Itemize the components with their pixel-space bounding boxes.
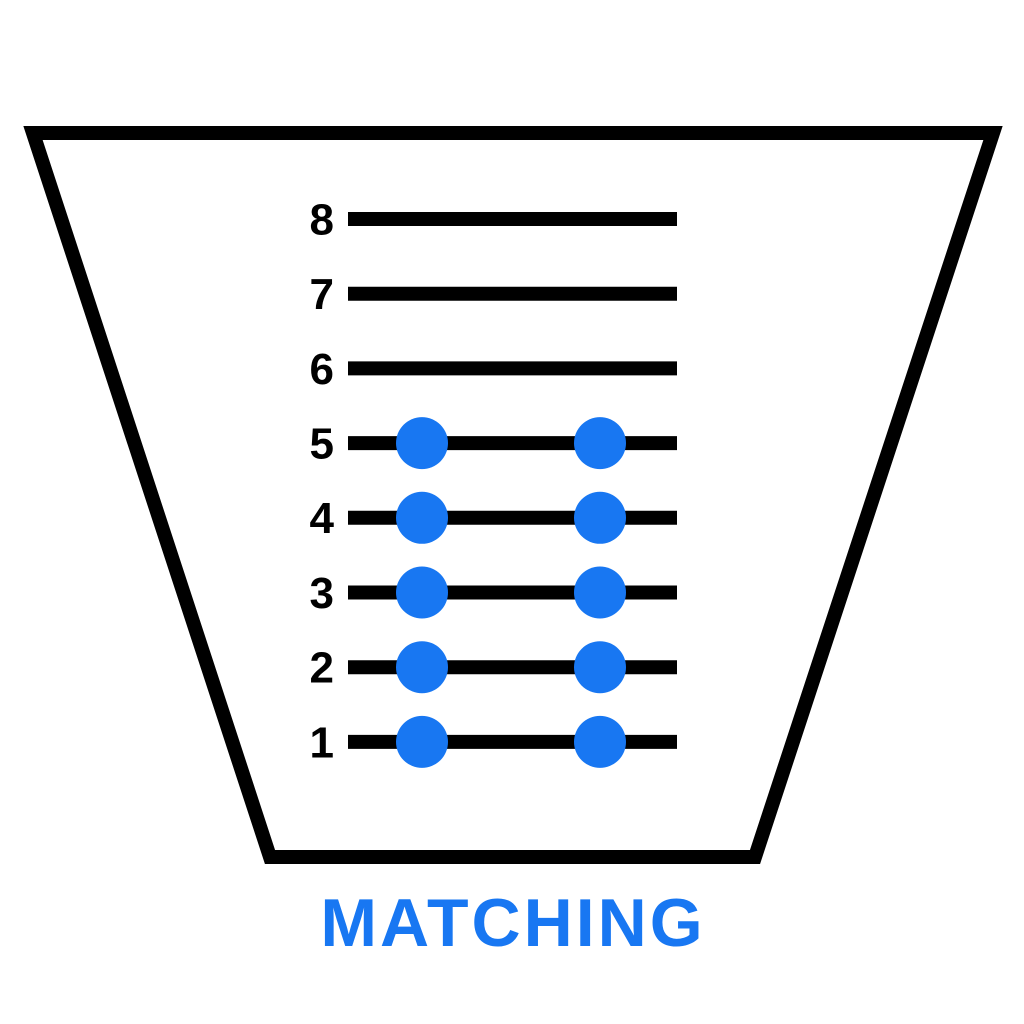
row-number-label: 3 [310, 569, 334, 618]
row-number-label: 7 [310, 270, 334, 319]
matching-row-6: 6 [310, 345, 677, 394]
match-dot [574, 417, 626, 470]
match-dot [574, 566, 626, 619]
row-number-label: 8 [310, 195, 334, 244]
match-dot [396, 566, 448, 619]
diagram-title: MATCHING [320, 885, 705, 961]
match-dot [396, 715, 448, 768]
match-dot [396, 491, 448, 544]
match-dot [396, 417, 448, 470]
row-number-label: 5 [310, 420, 334, 469]
match-dot [396, 641, 448, 694]
row-number-label: 1 [310, 718, 334, 767]
match-dot [574, 641, 626, 694]
matching-row-7: 7 [310, 270, 677, 319]
matching-row-8: 8 [310, 195, 677, 244]
matching-row-3: 3 [310, 566, 677, 619]
matching-row-5: 5 [310, 417, 677, 470]
funnel-outline [23, 126, 1003, 864]
matching-row-4: 4 [310, 491, 677, 544]
match-dot [574, 491, 626, 544]
matching-rows: 8 7 6 5 4 3 2 1 [310, 195, 677, 768]
matching-row-1: 1 [310, 715, 677, 768]
row-number-label: 4 [310, 494, 335, 543]
row-number-label: 6 [310, 345, 334, 394]
row-number-label: 2 [310, 644, 334, 693]
match-dot [574, 715, 626, 768]
matching-row-2: 2 [310, 641, 677, 694]
